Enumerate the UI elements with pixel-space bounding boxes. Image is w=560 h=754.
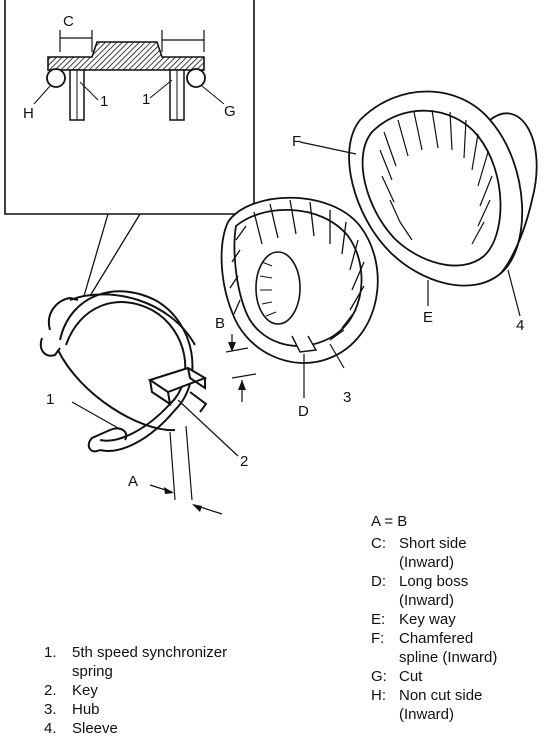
note-text: Short side (Inward): [399, 535, 467, 571]
note-text: Non cut side (Inward): [399, 687, 483, 723]
callout-f: F: [292, 133, 301, 150]
note-d: D: Long boss (Inward): [371, 572, 497, 610]
callout-b: B: [215, 315, 225, 332]
part-number: 1.: [44, 644, 57, 661]
note-e: E: Key way: [371, 610, 497, 629]
part-3: 3. Hub: [44, 700, 227, 719]
callout-c: C: [63, 13, 74, 30]
note-key: F:: [371, 630, 385, 647]
note-text: Chamfered spline (Inward): [399, 630, 498, 666]
part-number: 4.: [44, 720, 57, 737]
part-1: 1. 5th speed synchronizer spring: [44, 643, 227, 681]
callout-3: 3: [343, 389, 351, 406]
sleeve: [299, 90, 538, 317]
note-key: D:: [371, 573, 386, 590]
note-c: C: Short side (Inward): [371, 534, 497, 572]
note-key: G:: [371, 668, 387, 685]
callout-1-inset-left: 1: [100, 93, 108, 110]
part-number: 2.: [44, 682, 57, 699]
note-key: H:: [371, 687, 386, 704]
part-name: Hub: [72, 701, 100, 718]
part-name: Sleeve: [72, 720, 118, 737]
note-text: Long boss (Inward): [399, 573, 469, 609]
callout-e: E: [423, 309, 433, 326]
callout-1-spring: 1: [46, 391, 54, 408]
spring-end-h: [46, 68, 66, 88]
spring-end-g: [186, 68, 206, 88]
callout-1-inset-right: 1: [142, 91, 150, 108]
callout-4: 4: [516, 317, 524, 334]
part-4: 4. Sleeve: [44, 719, 227, 738]
equation-note: A = B: [371, 513, 408, 530]
callout-h: H: [23, 105, 34, 122]
note-key: E:: [371, 611, 386, 628]
callout-a: A: [128, 473, 138, 490]
note-h: H: Non cut side (Inward): [371, 686, 497, 724]
notes-legend: A = B C: Short side (Inward) D: Long bos…: [371, 512, 497, 724]
callout-2: 2: [240, 453, 248, 470]
part-name: 5th speed synchronizer spring: [72, 644, 228, 680]
hub: [220, 196, 379, 398]
inset-leader-right: [89, 213, 141, 297]
note-g: G: Cut: [371, 667, 497, 686]
callout-g: G: [224, 103, 236, 120]
part-name: Key: [72, 682, 98, 699]
note-f: F: Chamfered spline (Inward): [371, 629, 497, 667]
note-text: Key way: [399, 611, 456, 628]
parts-legend: 1. 5th speed synchronizer spring 2. Key …: [44, 643, 227, 738]
detail-inset: [4, 0, 255, 297]
part-number: 3.: [44, 701, 57, 718]
hub-bore: [255, 251, 301, 325]
callout-d: D: [298, 403, 309, 420]
part-2: 2. Key: [44, 681, 227, 700]
note-key: C:: [371, 535, 386, 552]
hub-cross-section: [47, 41, 205, 71]
synchronizer-spring-and-key: [39, 290, 257, 515]
inset-leader-left: [83, 213, 109, 297]
note-text: Cut: [399, 668, 423, 685]
